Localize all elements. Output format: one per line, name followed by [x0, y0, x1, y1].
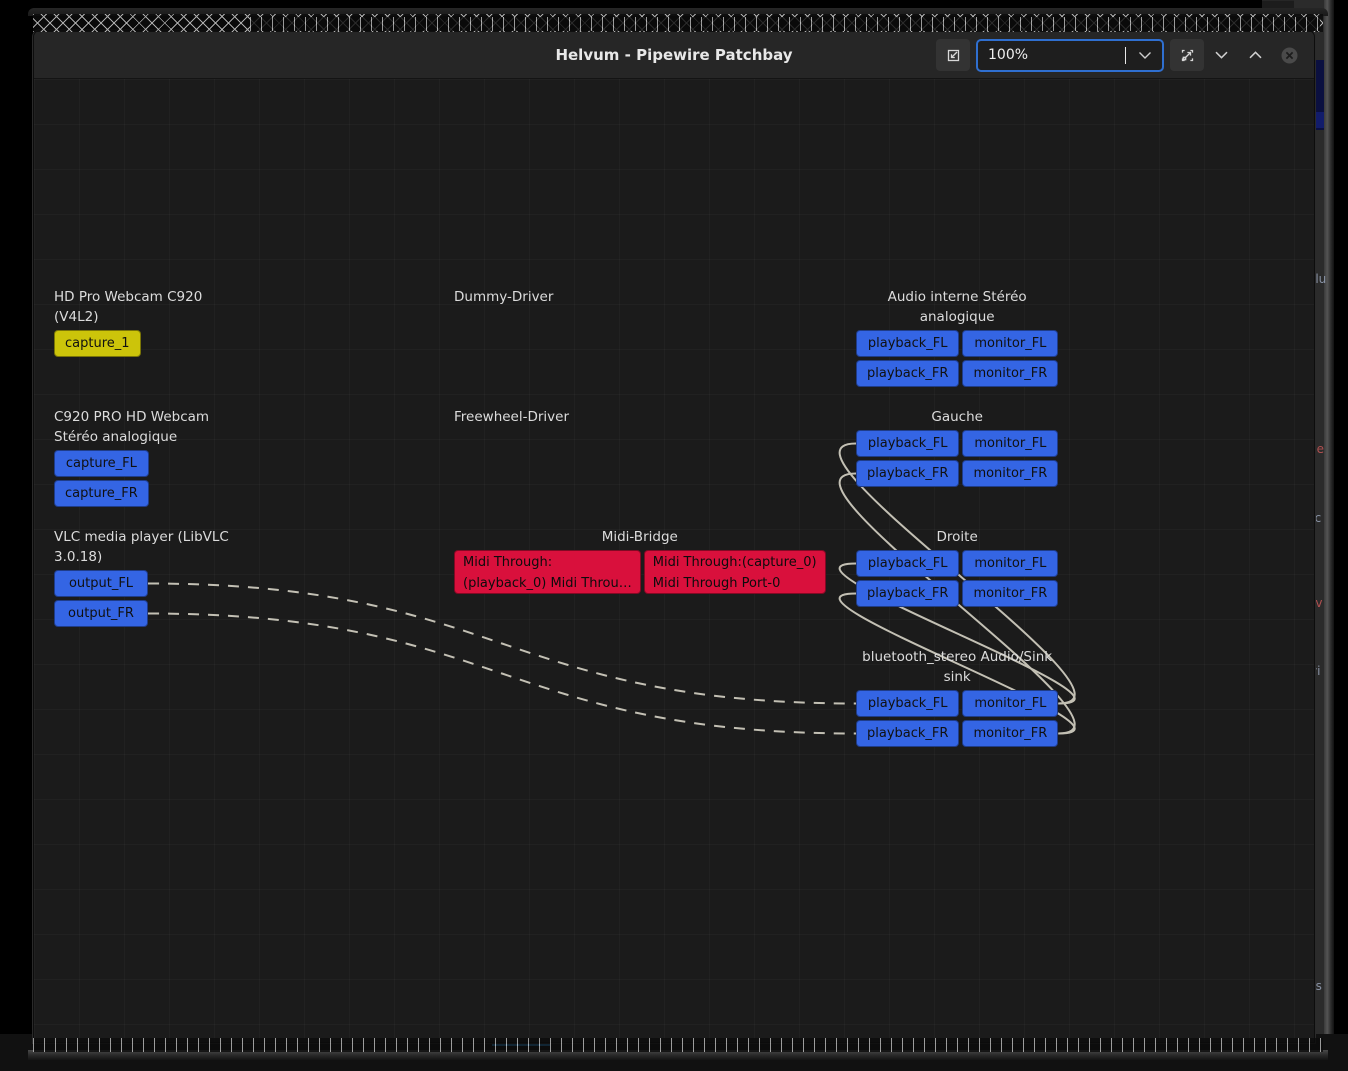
connection-link[interactable]	[147, 612, 857, 735]
zoom-out-icon[interactable]	[936, 39, 970, 71]
port-input[interactable]: playback_FR	[856, 460, 960, 487]
port-input[interactable]: Midi Through: (playback_0) Midi Throu…	[454, 550, 641, 594]
node-ports: capture_FL capture_FR	[54, 450, 209, 507]
node-title: Freewheel-Driver	[454, 409, 570, 425]
background-text-fragment: vi	[1310, 664, 1321, 678]
output-port-column: capture_1	[54, 330, 141, 357]
port-output[interactable]: monitor_FL	[962, 430, 1059, 457]
window-frame-top	[28, 8, 1328, 16]
output-port-column: monitor_FL monitor_FR	[962, 430, 1059, 487]
output-port-column: monitor_FL monitor_FR	[962, 690, 1059, 747]
node-c920-pro-hd-webcam[interactable]: C920 PRO HD Webcam Stéréo analogique capt…	[54, 407, 209, 507]
port-output[interactable]: monitor_FR	[962, 720, 1059, 747]
titlebar-controls: 100%	[936, 31, 1306, 79]
port-input[interactable]: playback_FL	[856, 430, 960, 457]
node-freewheel-driver[interactable]: Freewheel-Driver	[454, 407, 569, 430]
port-output[interactable]: monitor_FL	[962, 690, 1059, 717]
port-input[interactable]: playback_FL	[856, 550, 960, 577]
node-hd-pro-webcam[interactable]: HD Pro Webcam C920 (V4L2) capture_1	[54, 287, 202, 357]
background-bottom-indicator	[492, 1043, 550, 1046]
connection-link[interactable]	[147, 582, 857, 705]
maximize-chevron-up-icon[interactable]	[1238, 39, 1272, 71]
input-port-column: playback_FL playback_FR	[856, 550, 960, 607]
input-port-column: playback_FL playback_FR	[856, 430, 960, 487]
node-title: Droite	[936, 529, 978, 545]
input-port-column: playback_FL playback_FR	[856, 690, 960, 747]
port-input[interactable]: playback_FR	[856, 720, 960, 747]
zoom-in-icon[interactable]	[1170, 39, 1204, 71]
node-ports: output_FL output_FR	[54, 570, 229, 627]
port-input[interactable]: playback_FL	[856, 690, 960, 717]
output-port-column: Midi Through:(capture_0) Midi Through Po…	[643, 550, 826, 594]
port-output[interactable]: capture_1	[54, 330, 141, 357]
window-top-dash-border	[250, 17, 1320, 31]
node-ports: Midi Through: (playback_0) Midi Throu…Mi…	[454, 550, 826, 594]
port-output[interactable]: monitor_FL	[962, 330, 1059, 357]
port-output[interactable]: output_FL	[54, 570, 148, 597]
background-window-edge	[1324, 0, 1334, 1071]
port-output[interactable]: monitor_FR	[962, 460, 1059, 487]
port-output[interactable]: output_FR	[54, 600, 148, 627]
output-port-column: monitor_FL monitor_FR	[962, 330, 1059, 387]
chevron-down-icon[interactable]	[1132, 51, 1158, 60]
menu-chevron-down-icon[interactable]	[1204, 39, 1238, 71]
port-output[interactable]: Midi Through:(capture_0) Midi Through Po…	[643, 550, 826, 594]
output-port-column: capture_FL capture_FR	[54, 450, 149, 507]
titlebar: Helvum - Pipewire Patchbay 100%	[34, 31, 1314, 79]
port-input[interactable]: playback_FR	[856, 580, 960, 607]
close-icon[interactable]	[1272, 39, 1306, 71]
output-port-column: monitor_FL monitor_FR	[962, 550, 1059, 607]
port-output[interactable]: monitor_FR	[962, 360, 1059, 387]
node-title: Audio interne Stéréo analogique	[887, 289, 1027, 325]
node-audio-interne-stereo-analogique[interactable]: Audio interne Stéréo analogique playback_…	[856, 287, 1059, 387]
port-output[interactable]: monitor_FR	[962, 580, 1059, 607]
helvum-window: Helvum - Pipewire Patchbay 100%	[33, 30, 1315, 1043]
port-input[interactable]: playback_FR	[856, 360, 960, 387]
zoom-value[interactable]: 100%	[988, 47, 1029, 63]
node-ports: capture_1	[54, 330, 202, 357]
text-cursor	[1125, 46, 1126, 64]
input-port-column: Midi Through: (playback_0) Midi Throu…	[454, 550, 641, 594]
node-title: VLC media player (LibVLC 3.0.18)	[54, 529, 229, 565]
output-port-column: output_FL output_FR	[54, 570, 148, 627]
node-title: Midi-Bridge	[601, 529, 678, 545]
node-bluetooth-stereo-audio-sink[interactable]: bluetooth_stereo Audio/Sink sink playback…	[856, 647, 1059, 747]
port-output[interactable]: capture_FL	[54, 450, 149, 477]
input-port-column: playback_FL playback_FR	[856, 330, 960, 387]
zoom-combobox[interactable]: 100%	[976, 38, 1164, 72]
port-output[interactable]: monitor_FL	[962, 550, 1059, 577]
port-output[interactable]: capture_FR	[54, 480, 149, 507]
node-title: HD Pro Webcam C920 (V4L2)	[54, 289, 203, 325]
node-title: Gauche	[931, 409, 983, 425]
node-title: C920 PRO HD Webcam Stéréo analogique	[54, 409, 210, 445]
port-input[interactable]: playback_FL	[856, 330, 960, 357]
node-title: Dummy-Driver	[454, 289, 554, 305]
window-frame-bottom	[28, 1050, 1328, 1060]
node-vlc-media-player[interactable]: VLC media player (LibVLC 3.0.18) output_F…	[54, 527, 229, 627]
node-dummy-driver[interactable]: Dummy-Driver	[454, 287, 553, 310]
node-title: bluetooth_stereo Audio/Sink sink	[862, 649, 1053, 685]
